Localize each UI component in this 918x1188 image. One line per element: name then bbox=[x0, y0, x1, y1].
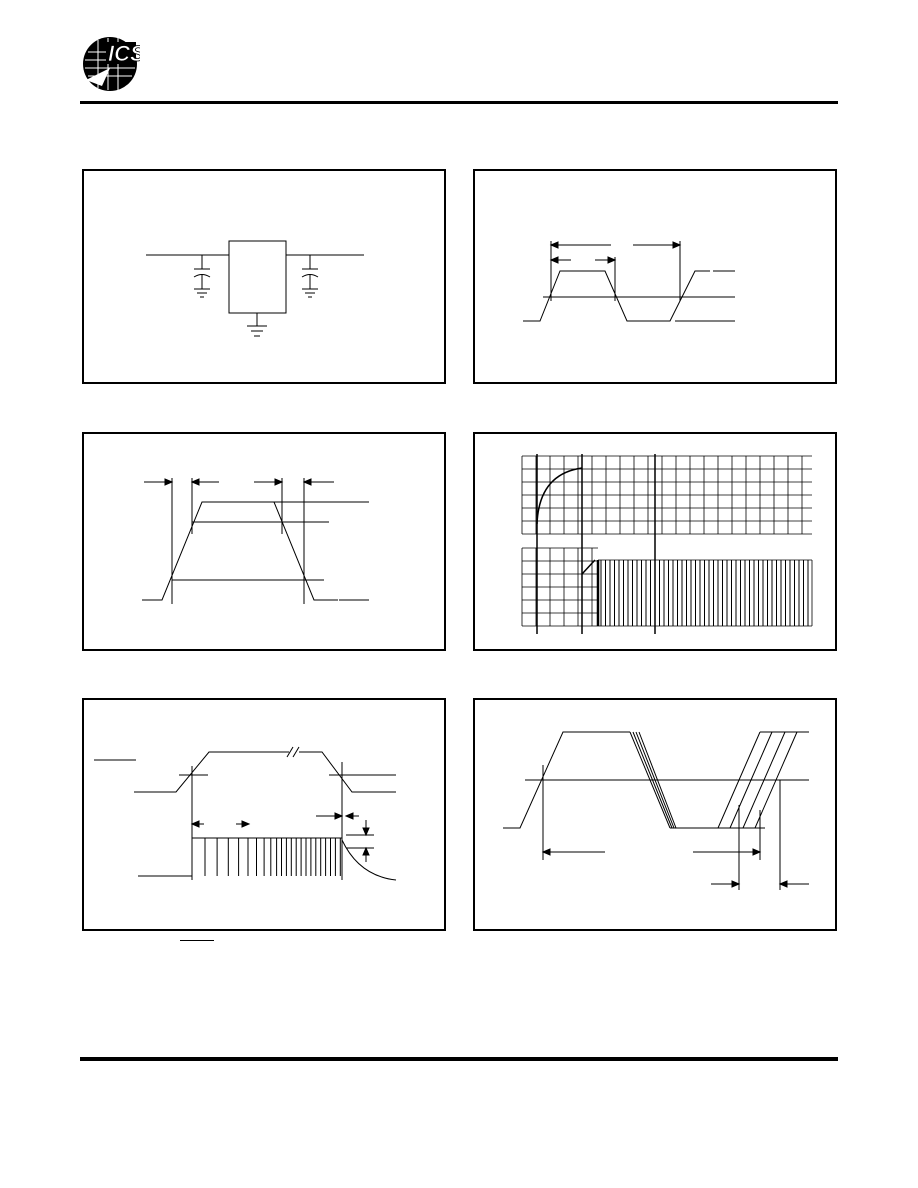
test-load-circuit-schematic bbox=[146, 240, 364, 337]
panel-output-enable-timing bbox=[82, 698, 446, 931]
footer-rule bbox=[80, 1057, 838, 1061]
device-under-test-box bbox=[228, 240, 287, 314]
panel-test-load-circuit bbox=[82, 169, 446, 384]
panel-startup-grid bbox=[473, 432, 837, 651]
rise-fall-waveform bbox=[142, 478, 369, 604]
output-enable-waveform bbox=[94, 746, 397, 881]
header-rule bbox=[80, 101, 838, 104]
startup-grid-plot bbox=[521, 454, 813, 634]
panel-timing-duty-cycle bbox=[473, 169, 837, 384]
ics-logo: ICS bbox=[80, 34, 145, 94]
caption-overline bbox=[180, 940, 214, 941]
ics-logo-icon: ICS bbox=[83, 37, 145, 91]
duty-cycle-waveform bbox=[523, 241, 735, 322]
panel-rise-fall-time bbox=[82, 432, 446, 651]
panel-jitter-overlay bbox=[473, 698, 837, 931]
logo-text: ICS bbox=[108, 41, 140, 66]
jitter-overlay-waveform bbox=[503, 731, 809, 890]
